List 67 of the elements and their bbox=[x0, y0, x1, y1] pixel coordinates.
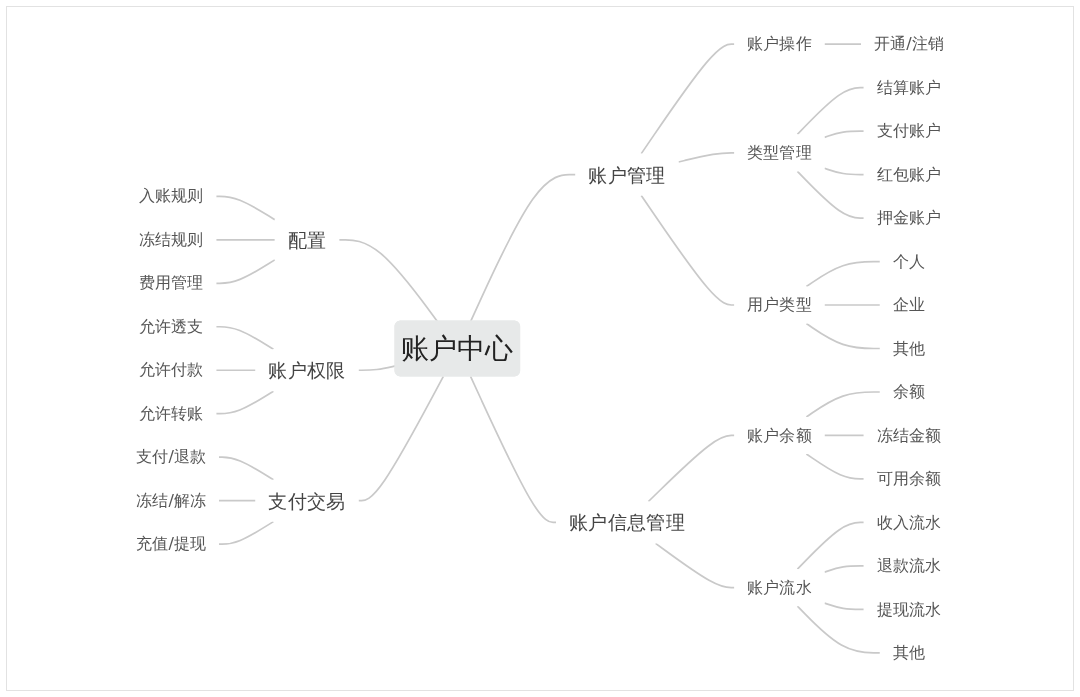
connector bbox=[218, 456, 275, 481]
node-text: 支付/退款 bbox=[136, 447, 207, 467]
node-text: 充值/提现 bbox=[136, 534, 207, 554]
node-text: 余额 bbox=[892, 382, 925, 402]
connector bbox=[823, 565, 865, 574]
connector bbox=[677, 151, 736, 163]
node-text: 入账规则 bbox=[138, 186, 204, 206]
connector bbox=[215, 195, 276, 221]
connector bbox=[469, 375, 557, 524]
connector bbox=[215, 259, 276, 285]
node-text: 其他 bbox=[892, 338, 925, 358]
connector bbox=[215, 325, 275, 351]
node-text: 押金账户 bbox=[876, 208, 942, 228]
node-text: 账户信息管理 bbox=[568, 511, 685, 534]
connector bbox=[218, 520, 275, 546]
connector bbox=[215, 238, 276, 241]
connector bbox=[823, 167, 865, 176]
connector bbox=[357, 375, 445, 502]
connector bbox=[215, 369, 257, 372]
node-text: 收入流水 bbox=[876, 512, 942, 532]
connector bbox=[823, 602, 865, 611]
node-text: 允许付款 bbox=[138, 360, 204, 380]
connector bbox=[796, 521, 865, 570]
node-text: 个人 bbox=[892, 251, 925, 271]
node-text: 用户类型 bbox=[747, 295, 812, 315]
node-text: 提现流水 bbox=[876, 599, 942, 619]
node-text: 其他 bbox=[892, 642, 925, 663]
node-text: 退款流水 bbox=[876, 555, 942, 576]
node-text: 支付交易 bbox=[268, 489, 346, 512]
node-text: 可用余额 bbox=[876, 469, 942, 489]
connector bbox=[469, 173, 577, 323]
node-text: 费用管理 bbox=[138, 273, 204, 293]
node-text: 类型管理 bbox=[747, 142, 812, 163]
node-text: 冻结金额 bbox=[876, 425, 942, 445]
node-text: 支付账户 bbox=[876, 121, 942, 141]
node-text: 企业 bbox=[892, 295, 925, 315]
connector bbox=[805, 453, 865, 480]
node-text: 红包账户 bbox=[876, 164, 942, 184]
connector bbox=[796, 86, 865, 136]
node-text: 允许透支 bbox=[138, 316, 204, 337]
connector bbox=[640, 194, 736, 306]
node-text: 结算账户 bbox=[876, 77, 942, 97]
node-text: 配置 bbox=[287, 228, 327, 252]
connector bbox=[218, 499, 257, 502]
node-text: 账户流水 bbox=[747, 577, 812, 598]
node-text: 账户管理 bbox=[588, 163, 666, 186]
connector bbox=[823, 130, 865, 139]
connector bbox=[823, 304, 881, 306]
connector bbox=[796, 170, 865, 219]
node-text: 开通/注销 bbox=[873, 34, 944, 54]
node-text: 账户权限 bbox=[268, 358, 346, 382]
connector bbox=[805, 391, 881, 418]
node-text: 账户操作 bbox=[747, 34, 812, 54]
connector bbox=[215, 390, 275, 415]
connector bbox=[823, 43, 862, 45]
connector bbox=[796, 605, 881, 654]
connector bbox=[338, 238, 439, 323]
node-text: 允许转账 bbox=[138, 403, 204, 424]
connector bbox=[640, 43, 736, 155]
connector bbox=[823, 434, 865, 437]
connector bbox=[647, 434, 736, 503]
connector bbox=[805, 322, 881, 350]
node-text: 账户余额 bbox=[747, 425, 812, 445]
connector bbox=[654, 542, 736, 589]
node-text: 冻结规则 bbox=[138, 229, 204, 250]
connector bbox=[805, 260, 881, 288]
node-text: 冻结/解冻 bbox=[136, 490, 207, 511]
